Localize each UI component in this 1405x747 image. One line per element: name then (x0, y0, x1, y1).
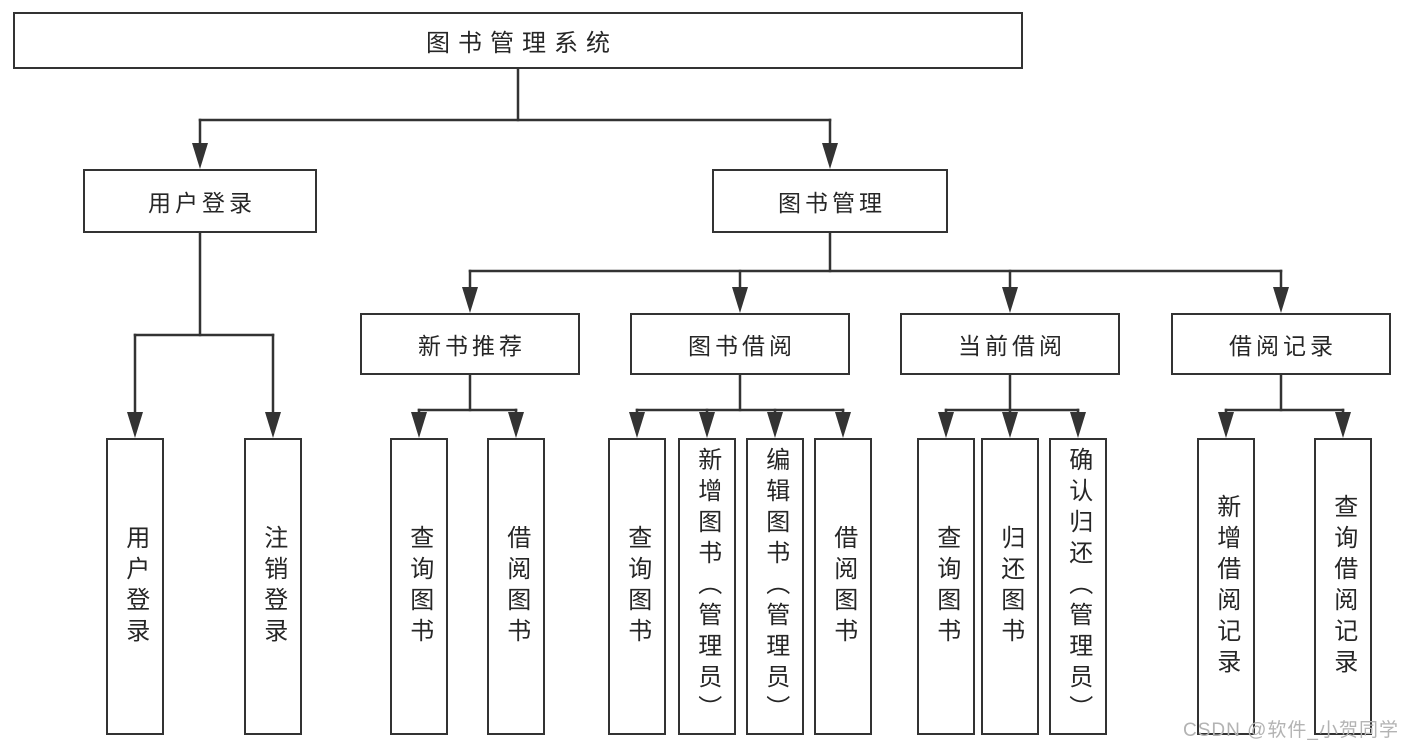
leaf-label: 归还图书 (996, 524, 1024, 649)
leaf-query-borrow-record: 查询借阅记录 (1314, 438, 1372, 735)
node-book-borrow: 图书借阅 (630, 313, 850, 375)
leaf-add-borrow-record: 新增借阅记录 (1197, 438, 1255, 735)
leaf-label: 借阅图书 (829, 524, 857, 649)
leaf-label: 查询图书 (623, 524, 651, 649)
leaf-label: 新增图书（管理员） (693, 447, 721, 726)
leaf-label: 用户登录 (121, 524, 149, 649)
leaf-user-login: 用户登录 (106, 438, 164, 735)
leaf-label: 新增借阅记录 (1212, 493, 1240, 680)
leaf-edit-books-admin: 编辑图书（管理员） (746, 438, 804, 735)
leaf-add-books-admin: 新增图书（管理员） (678, 438, 736, 735)
leaf-label: 借阅图书 (502, 524, 530, 649)
leaf-query-books-current: 查询图书 (917, 438, 975, 735)
node-current-borrow: 当前借阅 (900, 313, 1120, 375)
leaf-label: 确认归还（管理员） (1064, 447, 1092, 726)
node-user-login: 用户登录 (83, 169, 317, 233)
leaf-label: 注销登录 (259, 524, 287, 649)
node-new-book-recommend: 新书推荐 (360, 313, 580, 375)
leaf-label: 编辑图书（管理员） (761, 447, 789, 726)
leaf-label: 查询图书 (932, 524, 960, 649)
node-book-management: 图书管理 (712, 169, 948, 233)
leaf-borrow-books-recommend: 借阅图书 (487, 438, 545, 735)
leaf-query-books-borrow: 查询图书 (608, 438, 666, 735)
leaf-label: 查询借阅记录 (1329, 493, 1357, 680)
leaf-borrow-books: 借阅图书 (814, 438, 872, 735)
node-root: 图书管理系统 (13, 12, 1023, 69)
leaf-label: 查询图书 (405, 524, 433, 649)
leaf-query-books-recommend: 查询图书 (390, 438, 448, 735)
leaf-return-books: 归还图书 (981, 438, 1039, 735)
leaf-logout: 注销登录 (244, 438, 302, 735)
leaf-confirm-return-admin: 确认归还（管理员） (1049, 438, 1107, 735)
node-borrow-records: 借阅记录 (1171, 313, 1391, 375)
